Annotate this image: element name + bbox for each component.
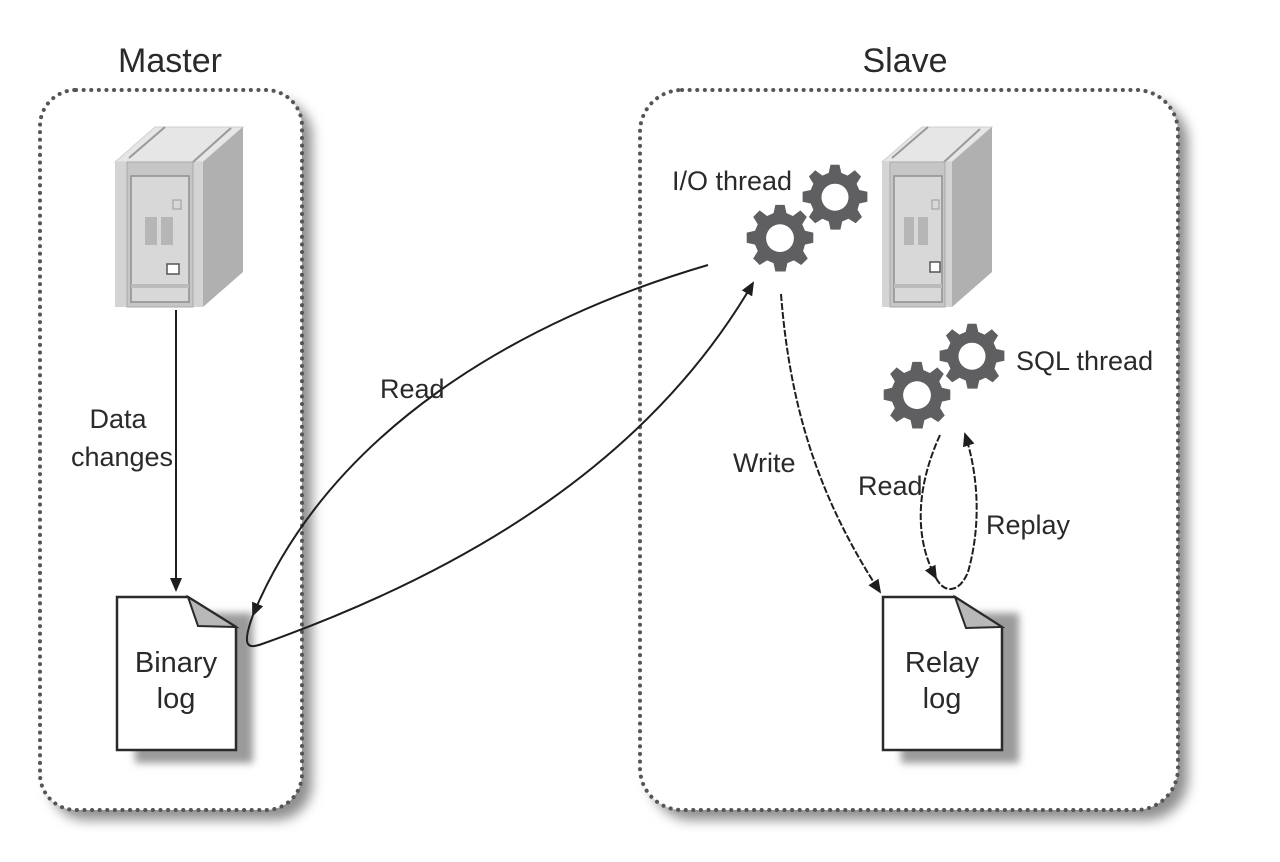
sql-read-label: Read bbox=[858, 471, 923, 501]
relay-log-document: Relay log bbox=[881, 594, 1019, 763]
binary-log-label-line2: log bbox=[157, 683, 196, 715]
write-relay-arrow bbox=[780, 293, 882, 594]
read-binlog-label: Read bbox=[380, 374, 445, 404]
data-changes-label-line2: changes bbox=[71, 442, 173, 472]
sql-thread-label: SQL thread bbox=[1016, 346, 1153, 376]
data-changes-label-line1: Data bbox=[89, 404, 147, 434]
write-relay-label: Write bbox=[733, 448, 796, 478]
master-panel-border bbox=[38, 88, 304, 812]
sql-read-arrow bbox=[919, 434, 941, 580]
master-server-icon bbox=[113, 126, 245, 308]
slave-server-icon bbox=[880, 126, 994, 308]
slave-title: Slave bbox=[862, 42, 947, 80]
relay-log-label-line1: Relay bbox=[905, 647, 980, 679]
slave-panel: Slave bbox=[638, 42, 1188, 820]
sql-replay-arrow bbox=[935, 432, 978, 590]
binary-log-label-line1: Binary bbox=[135, 647, 218, 679]
binlog-to-io-thread-arrow bbox=[245, 281, 755, 648]
read-binlog-arrow bbox=[252, 264, 709, 617]
master-title: Master bbox=[118, 42, 222, 80]
sql-replay-label: Replay bbox=[986, 510, 1071, 540]
io-thread-label: I/O thread bbox=[672, 166, 792, 196]
relay-log-label-line2: log bbox=[923, 683, 962, 715]
binary-log-document: Binary log bbox=[115, 594, 253, 763]
slave-panel-fill bbox=[640, 90, 1178, 810]
slave-panel-border bbox=[638, 88, 1180, 812]
